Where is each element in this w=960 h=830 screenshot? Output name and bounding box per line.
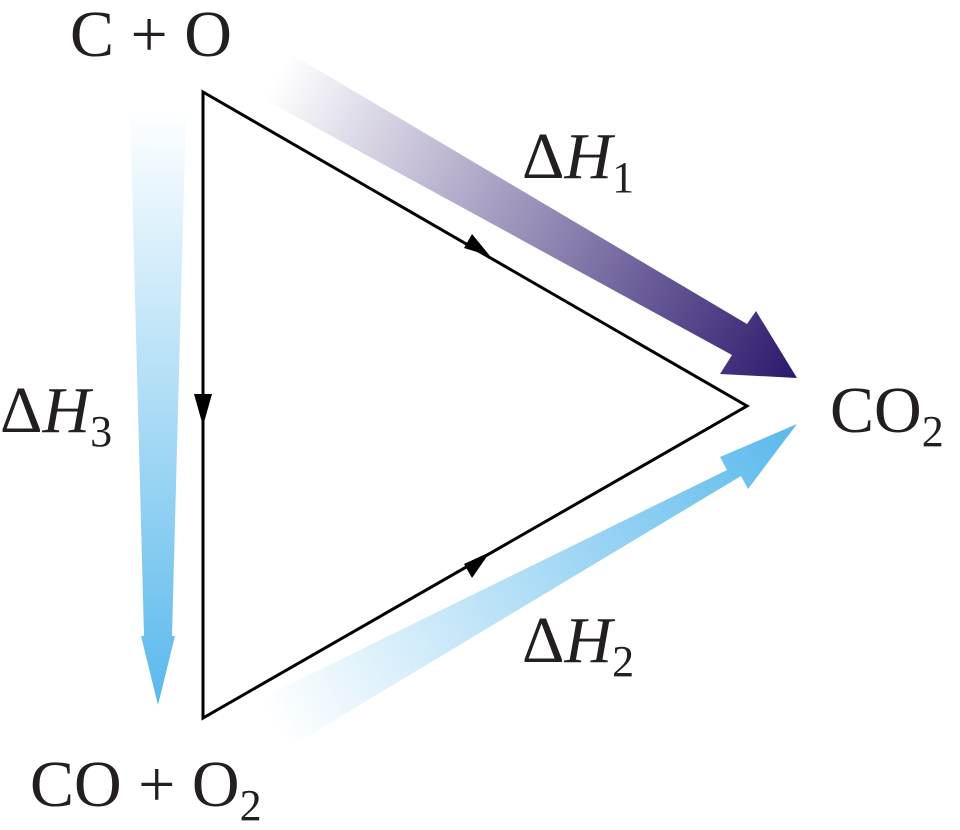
delta-h1-symbol: H	[564, 120, 613, 193]
delta-h1-label: ΔH1	[522, 124, 634, 200]
species-c-plus-o-text: C + O	[70, 0, 232, 71]
top-edge-arrowhead	[464, 234, 490, 256]
species-co-plus-o2: CO + O2	[30, 752, 262, 828]
delta-h1-delta: Δ	[522, 120, 565, 193]
species-co-plus-o2-subscript: 2	[239, 781, 262, 830]
delta-h3-subscript: 3	[90, 407, 113, 456]
delta-h2-delta: Δ	[522, 604, 565, 677]
delta-h3-label: ΔH3	[0, 378, 112, 454]
delta-h2-arrow	[262, 424, 797, 748]
delta-h1-subscript: 1	[612, 153, 635, 202]
delta-h2-symbol: H	[564, 604, 613, 677]
delta-h1-arrow	[262, 52, 797, 378]
delta-h3-symbol: H	[42, 374, 91, 447]
delta-h2-label: ΔH2	[522, 608, 634, 684]
delta-h3-arrow	[130, 108, 186, 705]
species-co2-subscript: 2	[921, 407, 944, 456]
delta-h3-delta: Δ	[0, 374, 43, 447]
species-co2: CO2	[830, 378, 944, 454]
species-c-plus-o: C + O	[70, 2, 232, 68]
bottom-edge-arrowhead	[464, 552, 490, 578]
species-co2-text: CO	[830, 374, 922, 447]
delta-h2-subscript: 2	[612, 637, 635, 686]
left-edge-arrowhead	[194, 394, 212, 426]
species-co-plus-o2-text: CO + O	[30, 748, 240, 821]
